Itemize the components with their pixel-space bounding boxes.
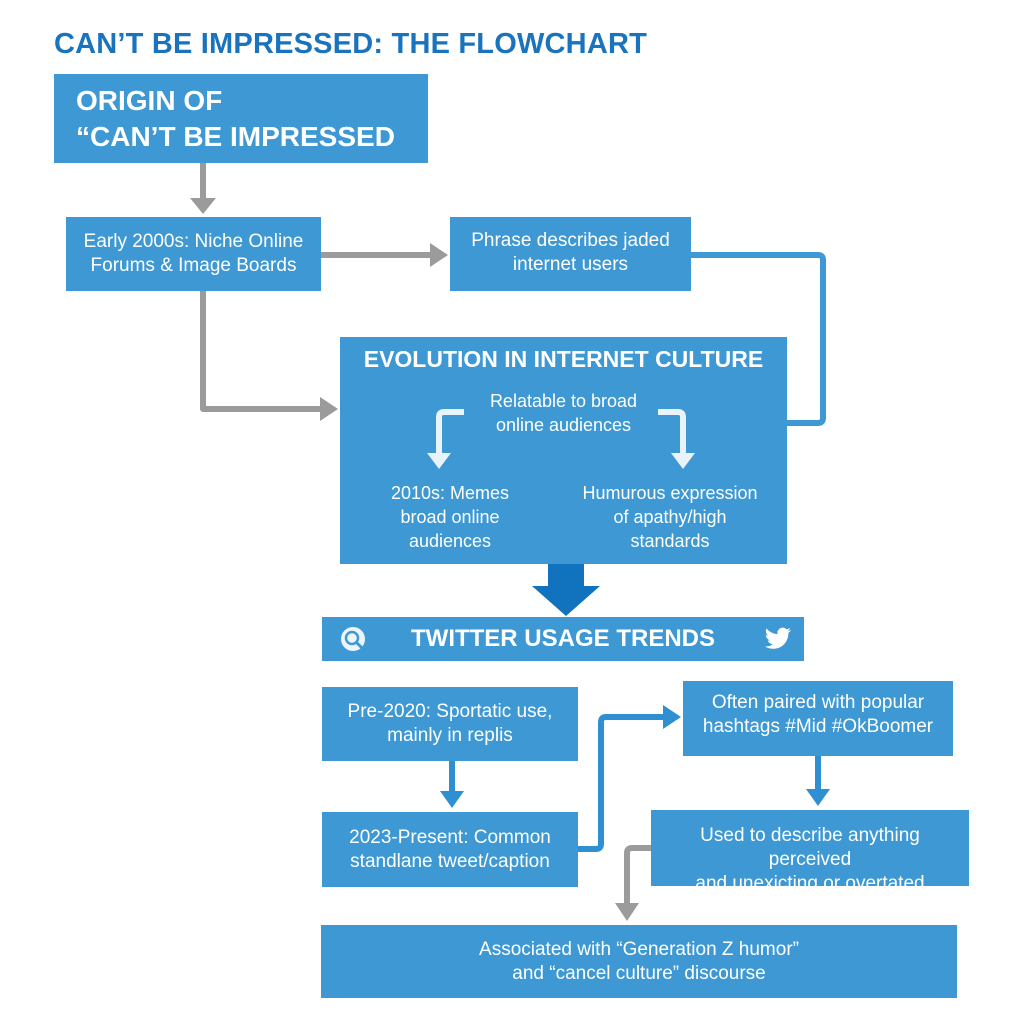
humorous-line-3: standards <box>630 531 710 551</box>
assoc-line-2: and “cancel culture” discourse <box>512 962 766 984</box>
humorous-line-2: of apathy/high <box>613 507 727 527</box>
evolution-inner-arrows <box>427 409 695 469</box>
arrow-evolution-to-twitter <box>532 564 600 616</box>
often-line-1: Often paired with popular <box>711 692 925 713</box>
arrow-used-to-associated <box>624 845 651 905</box>
often-line-2: hashtags #Mid #OkBoomer <box>702 716 934 737</box>
early-line-2: Forums & Image Boards <box>90 255 297 276</box>
early-line-1: Early 2000s: Niche Online <box>83 231 304 252</box>
phrase-line-1: Phrase describes jaded <box>471 230 670 251</box>
arrowhead-often-to-used <box>806 789 830 806</box>
arrow-early-to-evolution <box>200 291 322 412</box>
associated-box: Associated with “Generation Z humor” and… <box>321 925 957 998</box>
hashtags-box: Often paired with popular hashtags #Mid … <box>683 681 953 756</box>
twitter-bird-icon <box>764 627 792 649</box>
memes-line-1: 2010s: Memes <box>390 483 510 503</box>
inner-arrowhead-left <box>427 453 451 469</box>
inner-arrow-left <box>436 409 464 455</box>
arrow-present-to-often <box>578 714 665 852</box>
used-line-2: and unexicting or overtated <box>695 873 925 894</box>
arrowhead-used-to-associated <box>615 903 639 921</box>
relatable-line-1: Relatable to broad <box>489 391 638 411</box>
evolution-title: EVOLUTION IN INTERNET CULTURE <box>363 346 764 372</box>
used-line-1: Used to describe anything perceived <box>700 825 920 870</box>
evolution-memes: 2010s: Memes broad online audiences <box>360 481 540 553</box>
twitter-trends-title: TWITTER USAGE TRENDS <box>411 625 715 652</box>
inner-arrow-right <box>658 409 686 455</box>
present-box: 2023-Present: Common standlane tweet/cap… <box>322 812 578 887</box>
phrase-box: Phrase describes jaded internet users <box>450 217 691 291</box>
pre-line-2: mainly in replis <box>387 725 513 746</box>
evolution-box: EVOLUTION IN INTERNET CULTURE Relatable … <box>340 337 787 564</box>
arrowhead-origin-to-early <box>190 198 216 214</box>
memes-line-3: audiences <box>408 531 492 551</box>
pre-line-1: Pre-2020: Sportatic use, <box>347 701 553 722</box>
assoc-line-1: Associated with “Generation Z humor” <box>479 938 799 960</box>
page-title: CAN’T BE IMPRESSED: THE FLOWCHART <box>54 28 648 60</box>
phrase-line-2: internet users <box>512 254 629 275</box>
evolution-relatable: Relatable to broad online audiences <box>340 389 787 437</box>
arrowhead-pre-to-present <box>440 791 464 808</box>
origin-line-2: “CAN’T BE IMPRESSED <box>76 120 395 152</box>
used-box: Used to describe anything perceived and … <box>651 810 969 894</box>
present-line-2: standlane tweet/caption <box>350 850 550 872</box>
twitter-trends-bar: TWITTER USAGE TRENDS <box>322 617 804 661</box>
magnifier-icon <box>341 627 365 651</box>
origin-line-1: ORIGIN OF <box>76 84 223 116</box>
pre-2020-box: Pre-2020: Sportatic use, mainly in repli… <box>322 687 578 761</box>
arrowhead-present-to-often <box>663 705 681 729</box>
early-2000s-box: Early 2000s: Niche Online Forums & Image… <box>66 217 321 291</box>
arrowhead-early-to-phrase <box>430 243 448 267</box>
origin-box: ORIGIN OF “CAN’T BE IMPRESSED <box>54 74 428 163</box>
relatable-line-2: online audiences <box>495 415 632 435</box>
memes-line-2: broad online <box>400 507 500 527</box>
arrow-phrase-loop-to-evolution <box>691 252 826 426</box>
evolution-humorous: Humurous expression of apathy/high stand… <box>570 481 770 553</box>
humorous-line-1: Humurous expression <box>582 483 758 503</box>
inner-arrowhead-right <box>671 453 695 469</box>
present-line-1: 2023-Present: Common <box>349 826 551 848</box>
arrowhead-early-to-evolution <box>320 397 338 421</box>
